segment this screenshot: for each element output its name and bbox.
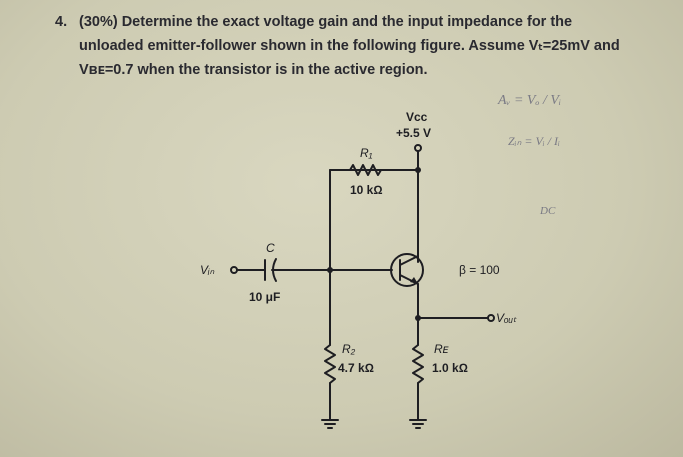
vout-terminal: [487, 314, 495, 322]
junction-emitter: [415, 315, 421, 321]
question-text: 4. (30%) Determine the exact voltage gai…: [55, 10, 665, 82]
r2-value: 4.7 kΩ: [338, 361, 374, 375]
emitter-arrow: [410, 277, 418, 284]
transistor-body: [390, 253, 424, 287]
question-line-2: unloaded emitter-follower shown in the f…: [79, 38, 620, 54]
question-line-3: Vʙᴇ=0.7 when the transistor is in the ac…: [79, 62, 428, 78]
vcc-label: Vᴄᴄ: [406, 110, 428, 124]
r2-label: R₂: [342, 342, 356, 356]
junction-base: [327, 267, 333, 273]
r2-resistor: [324, 344, 336, 384]
re-label: Rᴇ: [434, 342, 449, 356]
question-number: 4.: [55, 14, 68, 30]
r1-value: 10 kΩ: [350, 183, 383, 197]
handwritten-voltage-gain: Aᵥ = Vₒ / Vᵢ: [497, 93, 561, 108]
question-line-1: (30%) Determine the exact voltage gain a…: [79, 14, 573, 30]
vin-label: Vᵢₙ: [200, 263, 214, 277]
re-resistor: [412, 344, 424, 384]
vcc-value: +5.5 V: [396, 126, 431, 140]
re-value: 1.0 kΩ: [432, 361, 468, 375]
capacitor-label: C: [266, 241, 275, 255]
handwritten-dc: DC: [539, 205, 556, 217]
capacitor-value: 10 μF: [249, 290, 280, 304]
handwritten-input-impedance: Zᵢₙ = Vᵢ / Iᵢ: [508, 134, 560, 148]
r1-resistor: [349, 164, 382, 176]
transistor-collector: [399, 255, 419, 266]
junction-top: [415, 167, 421, 173]
beta-label: β = 100: [459, 263, 500, 277]
vout-label: Vₒᵤₜ: [496, 311, 517, 325]
r1-label: R₁: [360, 146, 373, 160]
